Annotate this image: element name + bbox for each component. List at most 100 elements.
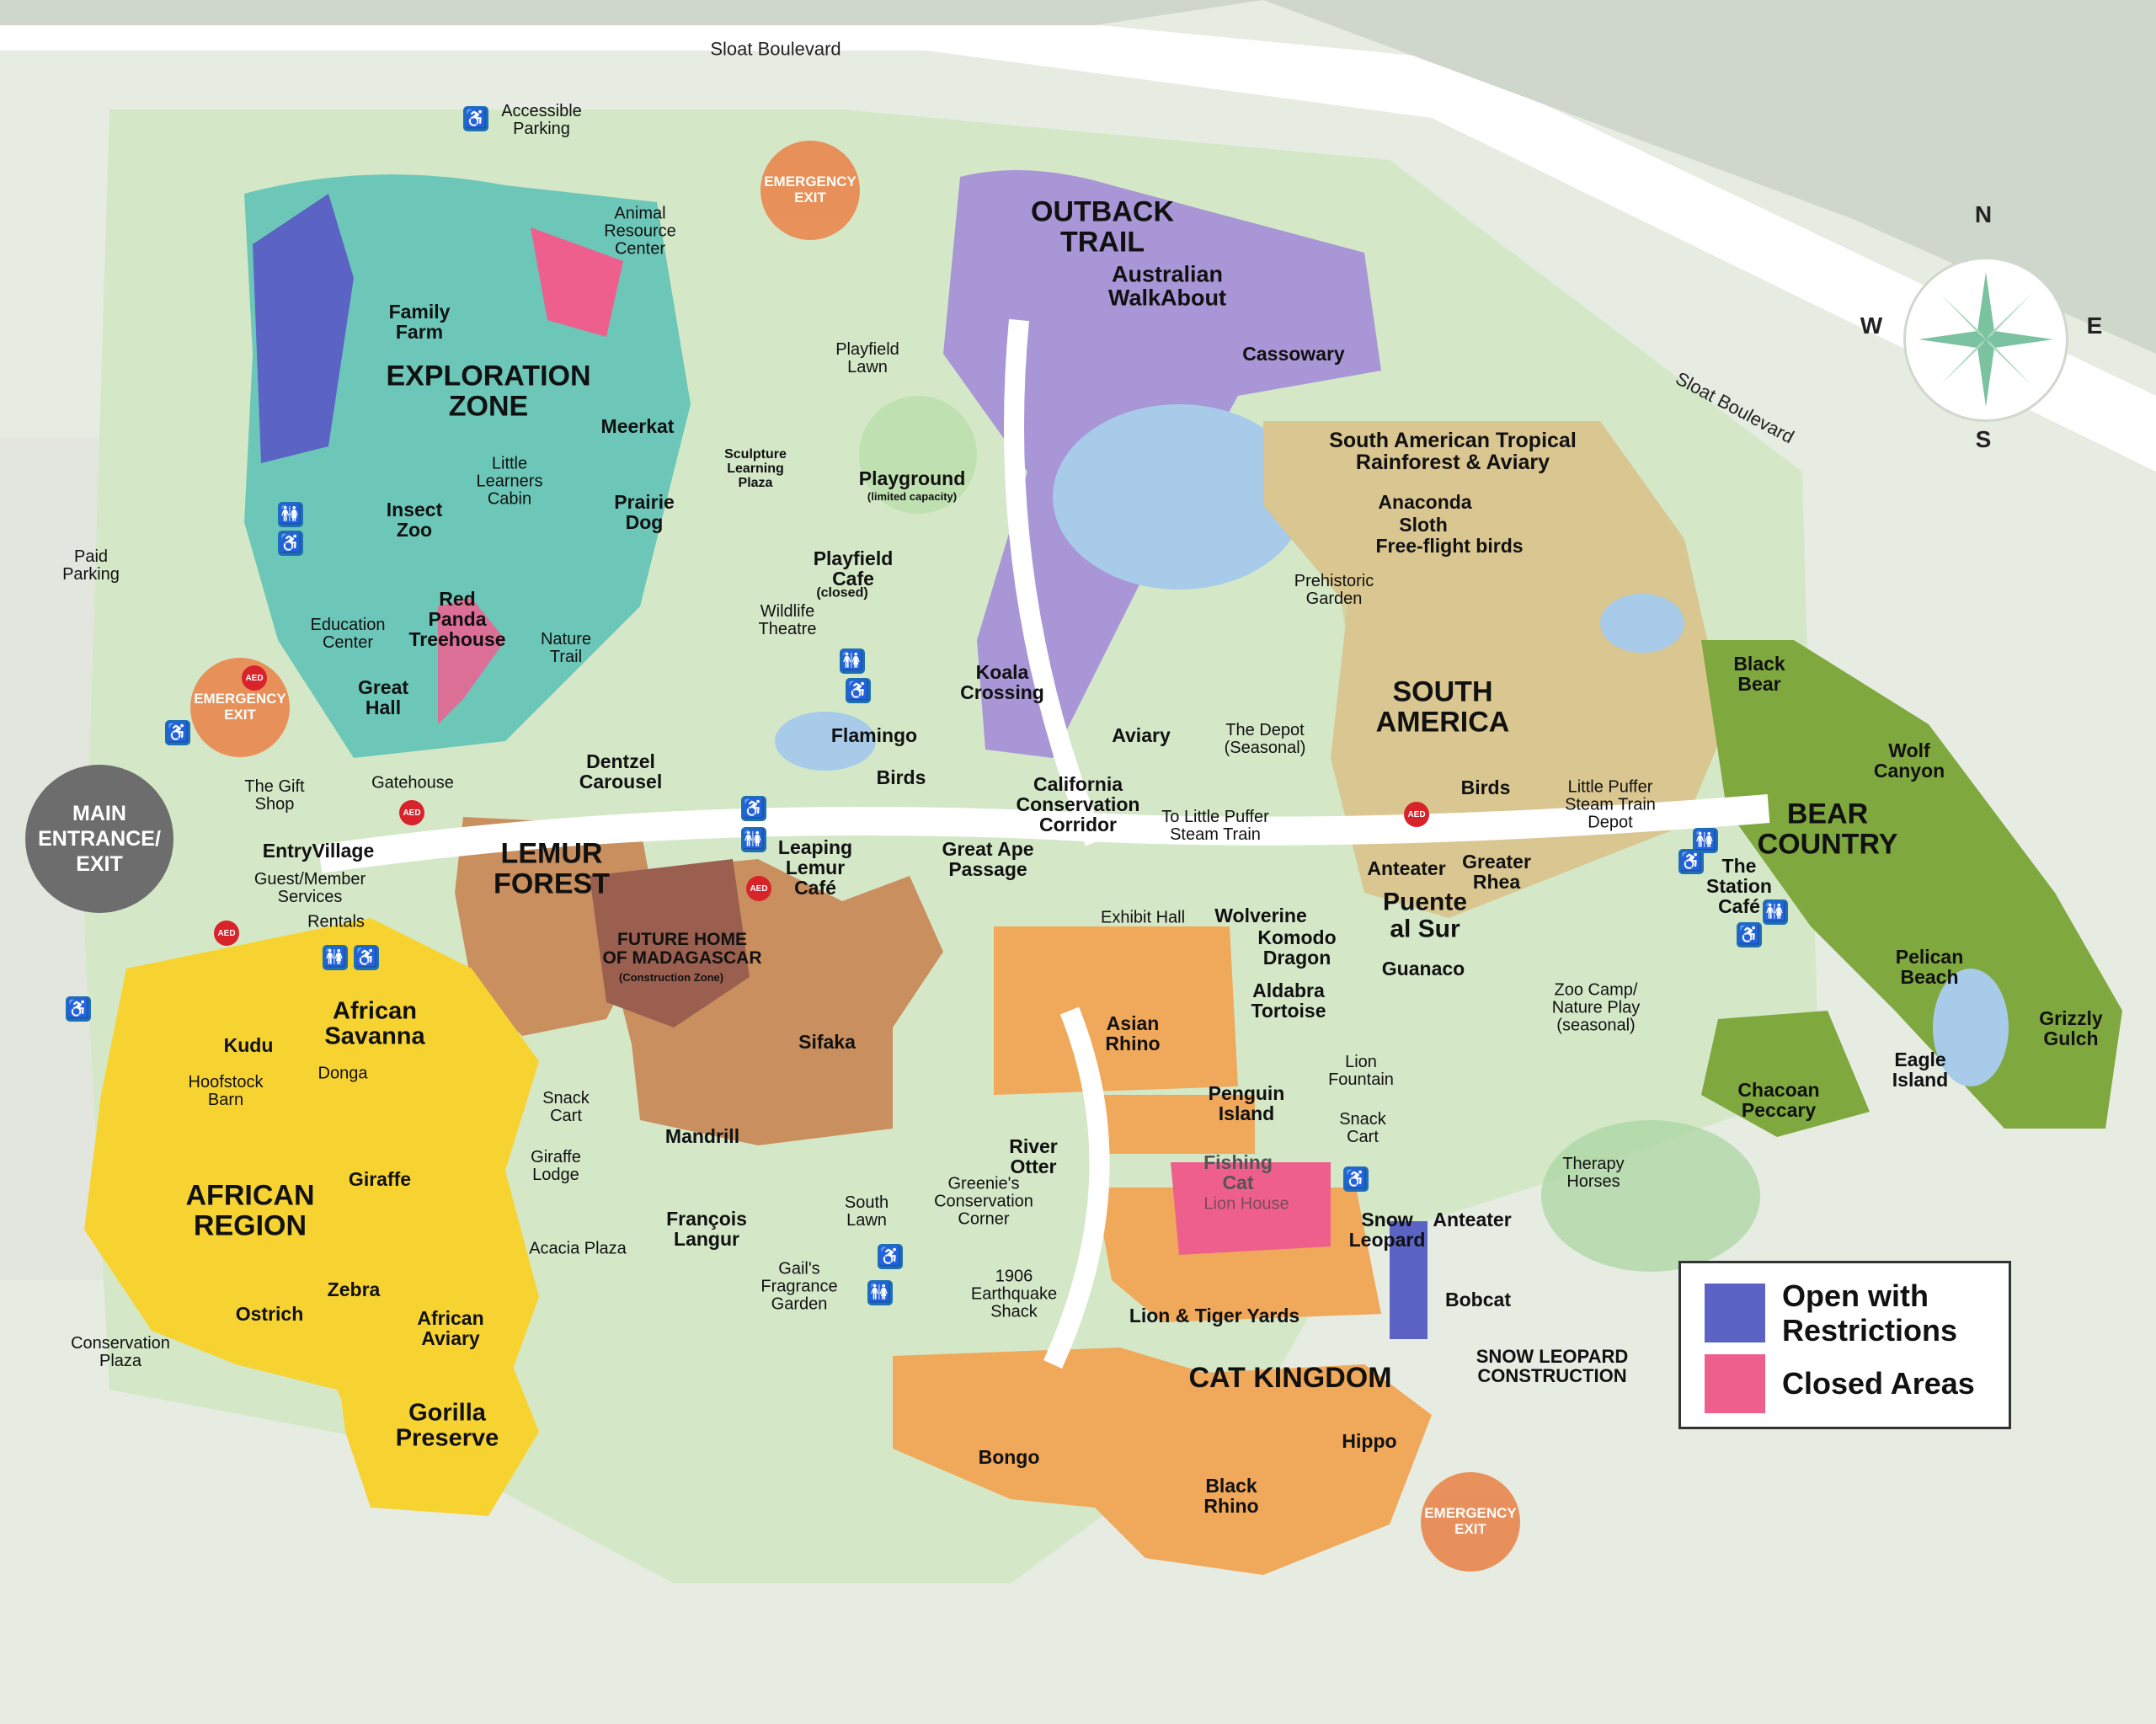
eagle-island-label[interactable]: Eagle Island: [1892, 1048, 1949, 1091]
therapy-horses-label[interactable]: Therapy Horses: [1562, 1155, 1625, 1191]
family-farm-label[interactable]: Family Farm: [388, 300, 451, 343]
kudu-label[interactable]: Kudu: [223, 1033, 274, 1056]
red-panda-label[interactable]: Red Panda Treehouse: [408, 587, 506, 651]
dentzel-carousel-label[interactable]: Dentzel Carousel: [579, 750, 663, 793]
chacoan-peccary-label[interactable]: Chacoan Peccary: [1737, 1078, 1820, 1121]
snack-cart-right-label[interactable]: Snack Cart: [1339, 1110, 1386, 1146]
snack-cart-left-label[interactable]: Snack Cart: [542, 1089, 590, 1125]
the-depot-label[interactable]: The Depot (Seasonal): [1224, 721, 1306, 757]
gorilla-preserve-label[interactable]: Gorilla Preserve: [395, 1399, 499, 1452]
bongo-label[interactable]: Bongo: [978, 1445, 1040, 1468]
station-cafe-label[interactable]: The Station Café: [1706, 854, 1772, 918]
main-entrance-exit[interactable]: MAIN ENTRANCE/ EXIT: [25, 765, 173, 913]
greenies-corner-label[interactable]: Greenie's Conservation Corner: [934, 1174, 1033, 1229]
to-little-puffer-label[interactable]: To Little Puffer Steam Train: [1161, 808, 1269, 844]
region-outback-trail[interactable]: OUTBACK TRAIL: [1031, 195, 1174, 258]
giraffe-label[interactable]: Giraffe: [348, 1167, 412, 1190]
great-ape-passage-label[interactable]: Great Ape Passage: [942, 837, 1034, 880]
lion-tiger-yards-label[interactable]: Lion & Tiger Yards: [1129, 1304, 1300, 1326]
black-rhino-label[interactable]: Black Rhino: [1203, 1474, 1259, 1517]
california-corridor-label[interactable]: California Conservation Corridor: [1016, 772, 1140, 836]
emergency-exit-left[interactable]: EMERGENCY EXIT: [190, 658, 290, 757]
region-african-region[interactable]: AFRICAN REGION: [185, 1179, 315, 1241]
greater-rhea-label[interactable]: Greater Rhea: [1462, 850, 1531, 893]
prehistoric-garden-label[interactable]: Prehistoric Garden: [1294, 572, 1374, 608]
african-aviary-label[interactable]: African Aviary: [417, 1306, 484, 1349]
little-puffer-depot-label[interactable]: Little Puffer Steam Train Depot: [1565, 777, 1656, 832]
region-exploration-zone[interactable]: EXPLORATION ZONE: [386, 360, 591, 422]
aldabra-tortoise-label[interactable]: Aldabra Tortoise: [1251, 979, 1326, 1022]
playfield-lawn-label[interactable]: Playfield Lawn: [835, 340, 899, 376]
pelican-beach-label[interactable]: Pelican Beach: [1895, 945, 1964, 988]
paid-parking-label[interactable]: Paid Parking: [62, 547, 120, 584]
lion-fountain-label[interactable]: Lion Fountain: [1328, 1053, 1394, 1089]
gails-garden-label[interactable]: Gail's Fragrance Garden: [760, 1259, 838, 1314]
accessible-parking-label[interactable]: Accessible Parking: [501, 102, 582, 138]
african-savanna-label[interactable]: African Savanna: [324, 997, 425, 1050]
anaconda-label[interactable]: Anaconda: [1378, 490, 1472, 513]
komodo-dragon-label[interactable]: Komodo Dragon: [1257, 926, 1337, 969]
exhibit-hall-label[interactable]: Exhibit Hall: [1100, 908, 1186, 927]
emergency-exit-bottom[interactable]: EMERGENCY EXIT: [1421, 1472, 1520, 1572]
leaping-lemur-cafe-label[interactable]: Leaping Lemur Café: [777, 835, 853, 899]
playfield-cafe-label[interactable]: Playfield Cafe: [813, 547, 894, 590]
ostrich-label[interactable]: Ostrich: [235, 1302, 304, 1325]
river-otter-label[interactable]: River Otter: [1009, 1134, 1058, 1177]
meerkat-label[interactable]: Meerkat: [600, 414, 675, 437]
anteater-cat-label[interactable]: Anteater: [1433, 1208, 1512, 1230]
grizzly-gulch-label[interactable]: Grizzly Gulch: [2039, 1006, 2103, 1049]
lion-house-label[interactable]: Lion House: [1203, 1194, 1289, 1214]
rentals-label[interactable]: Rentals: [307, 912, 365, 931]
birds-label-sa[interactable]: Birds: [1460, 776, 1511, 798]
hoofstock-barn-label[interactable]: Hoofstock Barn: [188, 1073, 264, 1109]
donga-label[interactable]: Donga: [318, 1064, 368, 1083]
fishing-cat-label[interactable]: Fishing Cat: [1203, 1150, 1273, 1193]
sloth-label[interactable]: Sloth: [1399, 513, 1448, 536]
mandrill-label[interactable]: Mandrill: [664, 1124, 740, 1147]
francois-langur-label[interactable]: François Langur: [666, 1207, 747, 1250]
region-bear-country[interactable]: BEAR COUNTRY: [1757, 798, 1898, 860]
emergency-exit-top[interactable]: EMERGENCY EXIT: [760, 141, 860, 240]
flamingo-label[interactable]: Flamingo: [830, 723, 918, 746]
wildlife-theatre-label[interactable]: Wildlife Theatre: [758, 602, 817, 638]
giraffe-lodge-label[interactable]: Giraffe Lodge: [531, 1148, 581, 1184]
sculpture-plaza-label[interactable]: Sculpture Learning Plaza: [724, 446, 787, 490]
region-south-america[interactable]: SOUTH AMERICA: [1375, 675, 1510, 738]
conservation-plaza-label[interactable]: Conservation Plaza: [71, 1334, 170, 1370]
puente-al-sur-label[interactable]: Puente al Sur: [1382, 888, 1468, 942]
great-hall-label[interactable]: Great Hall: [357, 675, 409, 718]
prairie-dog-label[interactable]: Prairie Dog: [614, 490, 675, 533]
bobcat-label[interactable]: Bobcat: [1445, 1288, 1511, 1310]
nature-trail-label[interactable]: Nature Trail: [540, 630, 592, 666]
asian-rhino-label[interactable]: Asian Rhino: [1105, 1011, 1161, 1054]
anteater-sa-label[interactable]: Anteater: [1367, 857, 1446, 879]
wolf-canyon-label[interactable]: Wolf Canyon: [1873, 739, 1945, 782]
guest-services-label[interactable]: Guest/Member Services: [253, 870, 366, 906]
acacia-plaza-label[interactable]: Acacia Plaza: [529, 1239, 627, 1258]
aviary-label[interactable]: Aviary: [1112, 723, 1171, 746]
gatehouse-label[interactable]: Gatehouse: [371, 773, 454, 793]
south-lawn-label[interactable]: South Lawn: [844, 1193, 889, 1230]
sa-rainforest-label[interactable]: South American Tropical Rainforest & Avi…: [1329, 428, 1577, 474]
koala-crossing-label[interactable]: Koala Crossing: [960, 660, 1044, 703]
guanaco-label[interactable]: Guanaco: [1381, 957, 1465, 979]
zoo-camp-label[interactable]: Zoo Camp/ Nature Play (seasonal): [1551, 980, 1641, 1035]
insect-zoo-label[interactable]: Insect Zoo: [386, 498, 443, 541]
cassowary-label[interactable]: Cassowary: [1242, 342, 1345, 365]
snow-leopard-label[interactable]: Snow Leopard: [1348, 1208, 1426, 1251]
little-learners-label[interactable]: Little Learners Cabin: [476, 454, 543, 509]
region-lemur-forest[interactable]: LEMUR FOREST: [494, 837, 610, 899]
gift-shop-label[interactable]: The Gift Shop: [244, 777, 305, 814]
sifaka-label[interactable]: Sifaka: [798, 1030, 856, 1053]
zebra-label[interactable]: Zebra: [327, 1278, 381, 1300]
education-center-label[interactable]: Education Center: [310, 616, 386, 652]
wolverine-label[interactable]: Wolverine: [1214, 904, 1307, 926]
animal-resource-center-label[interactable]: Animal Resource Center: [604, 204, 676, 259]
australian-walkabout-label[interactable]: Australian WalkAbout: [1108, 261, 1226, 311]
entry-village-label[interactable]: EntryVillage: [262, 839, 375, 862]
penguin-island-label[interactable]: Penguin Island: [1208, 1081, 1285, 1124]
future-madagascar-label[interactable]: FUTURE HOME OF MADAGASCAR: [602, 929, 762, 968]
free-flight-birds-label[interactable]: Free-flight birds: [1375, 534, 1524, 557]
earthquake-shack-label[interactable]: 1906 Earthquake Shack: [970, 1267, 1058, 1321]
birds-label-left[interactable]: Birds: [876, 766, 926, 788]
